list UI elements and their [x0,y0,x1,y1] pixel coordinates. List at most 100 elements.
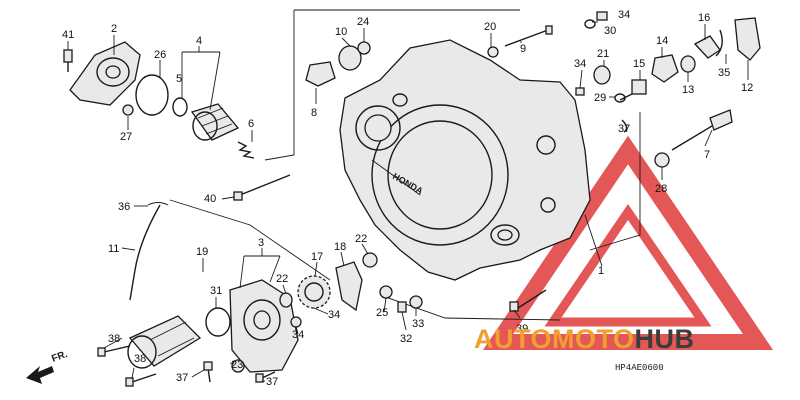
callout-22-left: 22 [276,273,288,285]
callout-2: 2 [111,23,117,35]
callout-14: 14 [656,35,668,47]
callout-37-bottom: 37 [266,376,278,388]
watermark-triangle [482,135,774,350]
spring-6 [237,141,255,159]
oil-filter-cover [69,41,141,106]
bearing-21 [593,65,611,85]
callout-35: 35 [718,67,730,79]
washer-34-mid [290,316,302,328]
leader-lines [67,21,749,382]
callout-22-right: 22 [355,233,367,245]
o-ring-26 [135,74,169,116]
callout-37-right: 37 [618,123,630,135]
callout-27: 27 [120,131,132,143]
callout-9: 9 [520,43,526,55]
washer-20 [487,46,499,58]
callout-7: 7 [704,149,710,161]
washer-30 [584,19,596,29]
oil-filter [190,103,240,141]
callout-34-low: 34 [292,329,304,341]
callout-15: 15 [633,58,645,70]
callout-39: 39 [516,323,528,335]
callout-24: 24 [357,16,369,28]
callout-5: 5 [176,73,182,85]
callout-6: 6 [248,118,254,130]
callout-38-lower: 38 [134,353,146,365]
callout-37-left: 37 [176,372,188,384]
bolt-37-right [255,371,276,383]
callout-numbers: 41 2 26 4 5 6 27 10 24 8 20 9 34 30 21 3… [62,9,753,388]
callout-19: 19 [196,246,208,258]
callout-18: 18 [334,241,346,253]
bolt-38-upper [97,345,131,357]
callout-26: 26 [154,49,166,61]
callout-31: 31 [210,285,222,297]
callout-23: 23 [231,359,243,371]
diagram-code: HP4AE0600 [615,363,664,373]
callout-21: 21 [597,48,609,60]
watermark-part-auto: AUTO [474,324,552,354]
callout-32: 32 [400,333,412,345]
plug-34-top [596,11,608,21]
nut-32 [397,301,407,313]
clip-36 [147,202,169,206]
callout-8: 8 [311,107,317,119]
callout-10: 10 [335,26,347,38]
bolt-38-lower [125,373,157,387]
part-14 [651,54,679,83]
callout-17: 17 [311,251,323,263]
callout-33: 33 [412,318,424,330]
clip-37-right [621,119,628,133]
plate-12 [734,17,761,61]
callout-40: 40 [204,193,216,205]
bolt-9 [504,25,553,47]
watermark-part-moto: MOTO [552,324,635,354]
callout-11: 11 [108,243,119,255]
starter-motor [127,315,202,369]
o-ring-5 [172,97,188,117]
watermark-logo: AUTOMOTOHUB [474,324,695,354]
callout-28: 28 [655,183,667,195]
hose-11 [129,204,161,301]
clip-35 [715,29,723,57]
bolt-40 [233,174,291,201]
callout-16: 16 [698,12,710,24]
washer-13 [680,55,696,73]
callout-29: 29 [594,92,606,104]
callout-1: 1 [598,265,604,277]
callout-34-gear: 34 [328,309,340,321]
o-ring-31 [205,307,231,337]
direction-label: FR. [50,349,69,365]
washer-29 [614,93,626,103]
washer-24 [357,41,371,55]
callout-30: 30 [604,25,616,37]
bolt-41 [63,49,73,72]
callout-36: 36 [118,201,130,213]
callout-3: 3 [258,237,264,249]
dipstick-7 [671,109,733,151]
callout-25: 25 [376,307,388,319]
washer-27 [122,104,134,116]
callout-20: 20 [484,21,496,33]
crankcase-cover: HONDA [339,39,591,281]
callout-4: 4 [196,35,202,47]
callout-34-top: 34 [618,9,630,21]
gear-17 [297,275,331,309]
callout-13: 13 [682,84,694,96]
bolt-39 [509,289,547,312]
part-8 [305,61,336,87]
callout-34-mid: 34 [574,58,586,70]
bearing-22-left [279,292,293,308]
front-direction-arrow: FR. [26,349,69,384]
svg-text:AUTOMOTOHUB: AUTOMOTOHUB [474,324,695,354]
pin-34 [575,87,585,96]
bearing-22-right [362,252,378,268]
washer-25 [379,285,393,299]
callout-41: 41 [62,29,74,41]
callout-12: 12 [741,82,753,94]
washer-23 [231,359,245,373]
switch-15 [619,79,647,101]
part-16 [693,35,721,59]
